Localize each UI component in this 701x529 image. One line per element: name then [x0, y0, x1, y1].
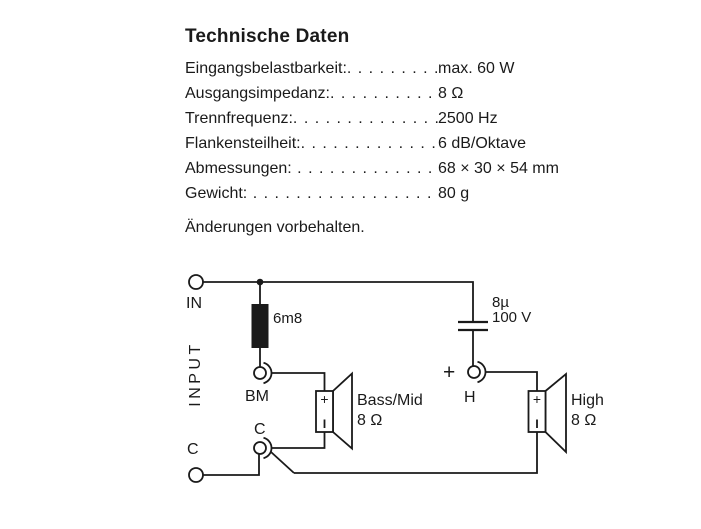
junction-dot — [256, 278, 264, 286]
bm-connector-arc — [263, 361, 273, 385]
disclaimer-note: Änderungen vorbehalten. — [185, 219, 365, 236]
bassmid-speaker-cone — [332, 371, 353, 451]
spec-label: Eingangsbelastbarkeit: — [185, 60, 347, 77]
spec-value: 2500 Hz — [438, 110, 498, 127]
dot-leader: . . . . . . . . . . . . . . . . . . . — [297, 160, 438, 177]
spec-value: max. 60 W — [438, 60, 515, 77]
wire-c-diagonal — [270, 451, 295, 474]
bassmid-plus-mark: + — [320, 391, 328, 407]
in-terminal-label: IN — [186, 295, 202, 312]
h-connector — [467, 365, 481, 379]
in-terminal — [188, 274, 204, 290]
bassmid-speaker-impedance: 8 Ω — [357, 412, 382, 429]
bm-connector — [253, 366, 267, 380]
h-plus-sign: + — [443, 361, 455, 384]
inductor-value-label: 6m8 — [273, 310, 302, 327]
c-terminal-label: C — [187, 441, 199, 458]
spec-value: 80 g — [438, 185, 470, 202]
dot-leader: . . . . . . . . . . . . . . . . . . . . … — [252, 185, 438, 202]
spec-label: Abmessungen: — [185, 160, 292, 177]
high-speaker-impedance: 8 Ω — [571, 412, 596, 429]
spec-label: Gewicht: — [185, 185, 248, 202]
wire-top-bus — [203, 281, 474, 322]
spec-row-trennfrequenz: Trennfrequenz:. . . . . . . . . . . . . … — [185, 106, 605, 131]
spec-label: Trennfrequenz: — [185, 110, 293, 127]
spec-row-abmessungen: Abmessungen: . . . . . . . . . . . . . .… — [185, 156, 605, 181]
c-connector-arc — [263, 436, 273, 460]
wire-bm-to-bassmid — [271, 372, 326, 391]
bassmid-speaker-driver — [315, 390, 334, 433]
inductor-body — [251, 304, 269, 348]
spec-label: Flankensteilheit: — [185, 135, 301, 152]
dot-leader: . . . . . . . . . . . . . — [346, 60, 438, 77]
wire-bassmid-to-c — [271, 432, 326, 449]
high-speaker-driver — [527, 390, 547, 433]
c-connector-label: C — [254, 421, 266, 438]
input-vertical-label: INPUT — [187, 341, 204, 407]
dot-leader: . . . . . . . . . . . . . . . . . . — [300, 135, 438, 152]
high-plus-mark: + — [533, 391, 541, 407]
spec-label: Ausgangsimpedanz: — [185, 85, 330, 102]
schematic-wires — [188, 274, 567, 483]
wire-bottom-bus — [294, 432, 538, 474]
c-connector — [253, 441, 267, 455]
high-speaker-name: High — [571, 392, 604, 409]
spec-row-flankensteilheit: Flankensteilheit:. . . . . . . . . . . .… — [185, 131, 605, 156]
capacitor-value-label: 8µ — [492, 294, 509, 311]
section-title: Technische Daten — [185, 26, 350, 47]
spec-value: 8 Ω — [438, 85, 464, 102]
spec-value: 68 × 30 × 54 mm — [438, 160, 559, 177]
spec-row-eingangsbelastbarkeit: Eingangsbelastbarkeit:. . . . . . . . . … — [185, 56, 605, 81]
high-speaker-cone — [544, 372, 567, 455]
technical-data-section: Technische Daten Eingangsbelastbarkeit:.… — [185, 26, 605, 237]
wire-h-to-high — [486, 371, 538, 391]
c-terminal — [188, 467, 204, 483]
bassmid-speaker-name: Bass/Mid — [357, 392, 423, 409]
h-connector-arc — [477, 360, 487, 384]
dot-leader: . . . . . . . . . . . . . . . . — [329, 85, 438, 102]
spec-value: 6 dB/Oktave — [438, 135, 527, 152]
bm-connector-label: BM — [245, 388, 269, 405]
spec-row-gewicht: Gewicht: . . . . . . . . . . . . . . . .… — [185, 181, 605, 206]
spec-row-ausgangsimpedanz: Ausgangsimpedanz:. . . . . . . . . . . .… — [185, 81, 605, 106]
schematic-labels: IN INPUT C 6m8 BM C 8µ 100 V + H + + Bas… — [186, 294, 604, 458]
dot-leader: . . . . . . . . . . . . . . . . . . . — [292, 110, 438, 127]
wire-c-terminal — [203, 454, 260, 476]
capacitor-voltage-label: 100 V — [492, 309, 531, 326]
h-connector-label: H — [464, 389, 476, 406]
